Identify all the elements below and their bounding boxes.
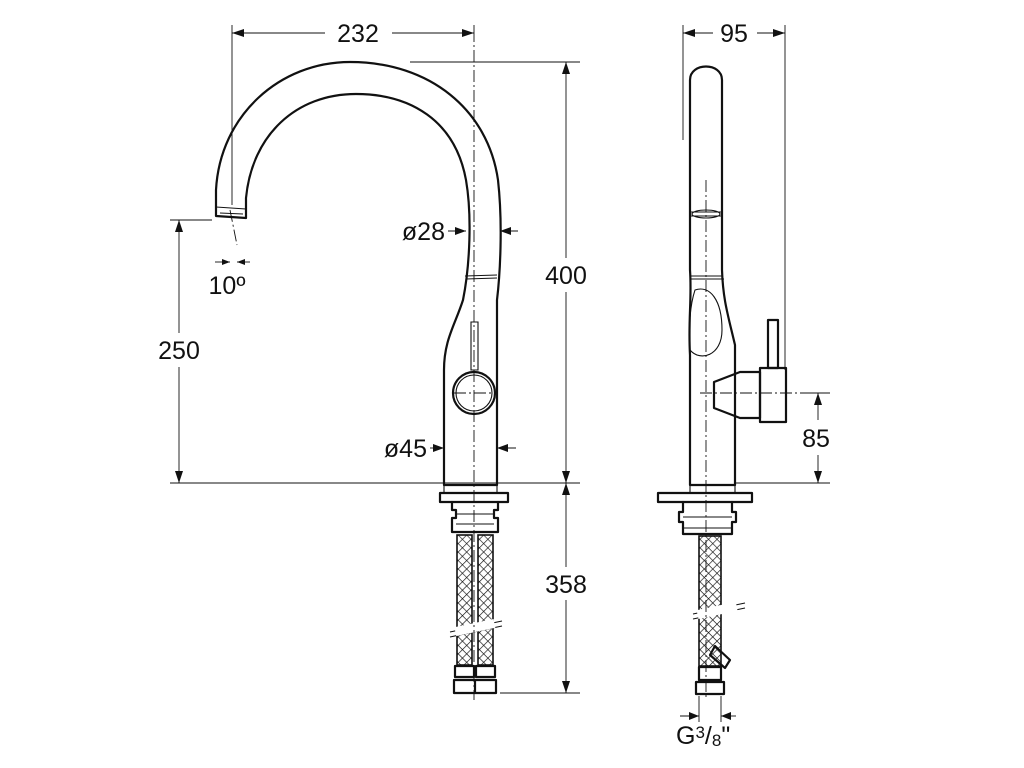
side-view xyxy=(656,65,788,696)
side-hose-connector xyxy=(694,665,726,696)
side-lever-arm xyxy=(712,370,762,420)
label-total-height: 400 xyxy=(545,262,587,290)
label-front-width: 232 xyxy=(337,20,379,48)
side-recess xyxy=(688,288,723,357)
label-side-width: 95 xyxy=(720,20,748,48)
front-lever-slot xyxy=(470,321,479,371)
front-hose-right xyxy=(477,534,494,666)
label-spout-angle: 10º xyxy=(209,272,246,300)
front-centre-lines xyxy=(229,30,494,700)
front-base-ring xyxy=(443,484,498,494)
front-spout-tip xyxy=(215,206,247,215)
side-check-valve xyxy=(708,644,732,670)
dimension-lines xyxy=(170,25,830,722)
front-hose-connectors xyxy=(452,664,498,695)
side-lever-handle xyxy=(766,318,780,370)
side-lever-hub xyxy=(758,366,788,424)
label-thread-size: G3/8" xyxy=(676,722,730,750)
front-view xyxy=(214,60,510,695)
label-body-diameter: ø45 xyxy=(384,435,427,463)
dimension-labels: 232 95 400 250 ø28 ø45 10º 85 358 G3/8" xyxy=(158,20,830,750)
front-mount-nut xyxy=(450,500,500,534)
side-mount-nut xyxy=(677,500,738,536)
label-pipe-diameter: ø28 xyxy=(402,218,445,246)
label-hose-length: 358 xyxy=(545,571,587,599)
front-spout-outline xyxy=(214,60,502,487)
label-lever-height: 85 xyxy=(802,425,830,453)
side-base-plate xyxy=(656,491,754,504)
front-hose-left xyxy=(456,534,473,666)
front-body-joint xyxy=(464,274,498,280)
label-spout-height: 250 xyxy=(158,337,200,365)
side-hose xyxy=(698,535,722,667)
